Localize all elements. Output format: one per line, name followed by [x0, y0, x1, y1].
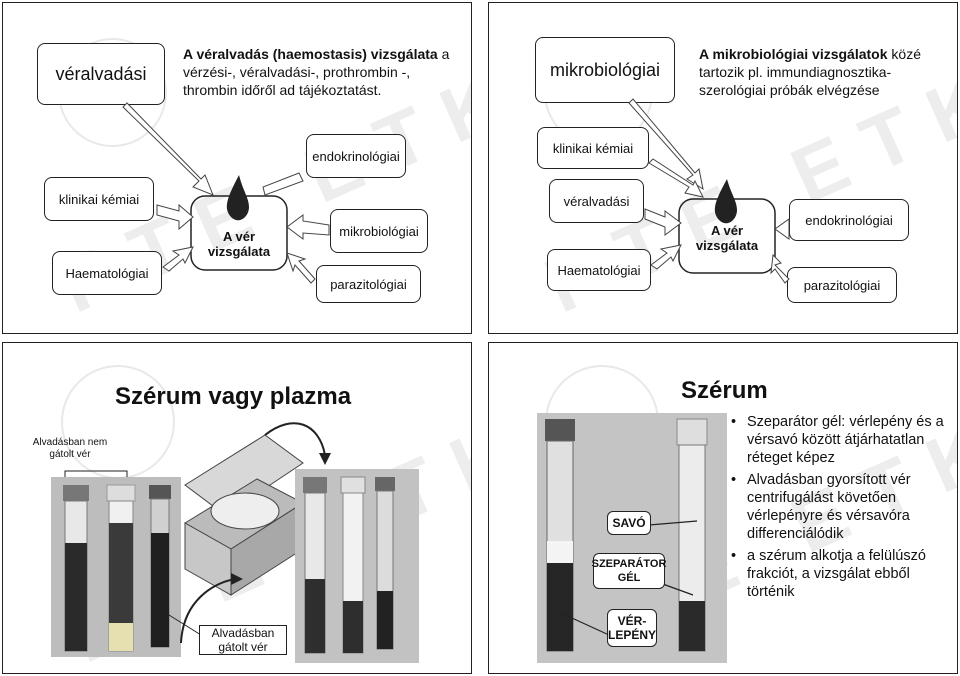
slide-3: PTE ETK Szérum vagy plazma Alvadásban ne…: [2, 342, 472, 674]
tube-cap: [63, 485, 89, 501]
slide-2: PTE ETK mikrobiológiai A mikrobiológiai …: [488, 2, 958, 334]
tube-cap: [677, 419, 707, 445]
arrow-left1: [157, 205, 193, 229]
tube-cap: [303, 477, 327, 493]
slide1-diagram-shapes: [3, 3, 471, 333]
arrow-left2: [163, 247, 193, 271]
arrow-main-to-center: [629, 99, 703, 189]
center-label: A vér vizsgálata: [197, 229, 281, 259]
tube-label-savo: SAVÓ: [607, 511, 651, 535]
arrow-right2: [771, 255, 789, 283]
arrow-right1: [775, 219, 789, 239]
tube-cap: [341, 477, 365, 493]
slide-4: PTE ETK Szérum SAVÓ SZEPARÁTOR GÉL VÉR-L…: [488, 342, 958, 674]
slide4-bullet-list: Szeparátor gél: vérlepény és a vérsavó k…: [729, 413, 951, 605]
arrow-top-to-center: [263, 173, 303, 195]
slide2-diagram-shapes: [489, 3, 957, 333]
slide3-shapes: [3, 343, 471, 673]
center-label: A vér vizsgálata: [685, 223, 769, 253]
bullet-item: Alvadásban gyorsított vér centrifugálást…: [729, 471, 951, 543]
arrow-main-to-center: [123, 103, 213, 195]
arrow-left1: [645, 209, 681, 235]
blood-drop-icon: [715, 179, 737, 223]
tube-label-szeparator-gel: SZEPARÁTOR GÉL: [593, 553, 665, 589]
tube-label-verlepeny: VÉR-LEPÉNY: [607, 609, 657, 647]
bullet-item: a szérum alkotja a felülúszó frakciót, a…: [729, 547, 951, 601]
arrow-right2: [287, 253, 315, 283]
slide-1: PTE ETK véralvadási A véralvadás (haemos…: [2, 2, 472, 334]
label-anticoagulated: Alvadásban gátolt vér: [199, 625, 287, 655]
tube-cap: [545, 419, 575, 441]
tube-cap: [375, 477, 395, 491]
bracket-line: [65, 471, 127, 477]
centrifuge-illustration: [185, 435, 303, 595]
tube-cap: [149, 485, 171, 499]
arrow-right1: [287, 215, 329, 239]
blood-drop-icon: [227, 175, 249, 220]
arrow-left2: [651, 245, 681, 269]
bullet-item: Szeparátor gél: vérlepény és a vérsavó k…: [729, 413, 951, 467]
tube-cap: [107, 485, 135, 501]
